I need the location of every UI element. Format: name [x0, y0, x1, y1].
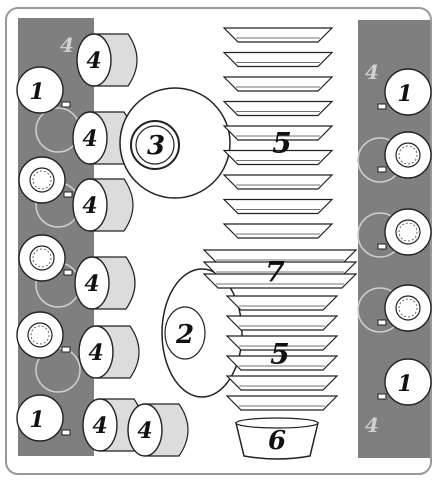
bowl-label: 6	[268, 426, 286, 456]
mug: 4	[128, 404, 188, 456]
cup-handle	[64, 270, 72, 275]
saucer-stack-top-label: 5	[272, 127, 291, 160]
mug-label: 4	[82, 193, 97, 219]
mug-label: 4	[84, 271, 99, 297]
cup-handle	[378, 394, 386, 399]
saucer	[227, 376, 337, 390]
cup-handle	[64, 192, 72, 197]
saucer-stack-bottom-label: 5	[270, 338, 289, 371]
faint-mug-label: 4	[60, 33, 74, 57]
large-plate: 3	[120, 88, 230, 198]
mug: 4	[79, 326, 139, 378]
saucer	[224, 224, 332, 238]
glass-bowl-label: 2	[175, 320, 194, 350]
faint-mug-label: 4	[365, 60, 379, 84]
cup-label: 1	[29, 407, 44, 433]
bowl: 6	[236, 418, 318, 459]
cup-label: 1	[29, 79, 44, 105]
cup-handle	[378, 104, 386, 109]
mug: 4	[75, 257, 135, 309]
cup-handle	[62, 347, 70, 352]
cup-handle	[62, 430, 70, 435]
saucer	[227, 316, 337, 330]
mug-label: 4	[86, 48, 101, 74]
saucer	[227, 296, 337, 310]
large-plate-label: 3	[147, 131, 165, 161]
saucer	[224, 53, 332, 67]
cup-handle	[378, 167, 386, 172]
mug-label: 4	[88, 340, 103, 366]
cup-handle	[62, 102, 70, 107]
saucer	[224, 175, 332, 189]
saucer	[224, 102, 332, 116]
cup-handle	[378, 320, 386, 325]
faint-mug-label: 4	[365, 413, 379, 437]
mug-label: 4	[82, 126, 97, 152]
dinner-plate-label: 7	[265, 256, 285, 289]
cup-label: 1	[397, 371, 412, 397]
cup-label: 1	[397, 81, 412, 107]
mug: 4	[73, 179, 133, 231]
mug: 4	[77, 34, 137, 86]
saucer	[224, 77, 332, 91]
mug-label: 4	[92, 413, 107, 439]
saucer	[224, 200, 332, 214]
mug-label: 4	[137, 418, 152, 444]
saucer	[224, 28, 332, 42]
cup-handle	[378, 244, 386, 249]
saucer	[227, 396, 337, 410]
